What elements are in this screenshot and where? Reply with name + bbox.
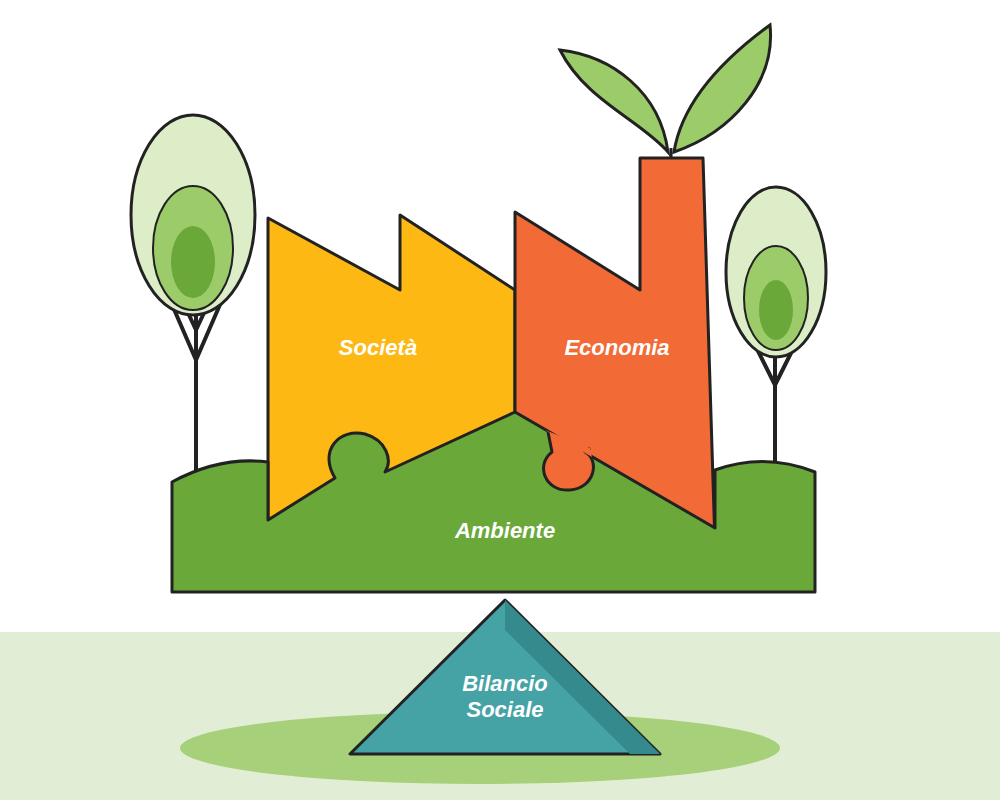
- tree-right: [755, 340, 795, 472]
- economy-piece: Economia: [564, 335, 669, 361]
- node-label: Società: [339, 335, 417, 361]
- sprout-leaf: [560, 50, 668, 152]
- society-piece: Società: [339, 335, 417, 361]
- tree-crown-core: [759, 280, 793, 340]
- tree-crown: [131, 115, 255, 315]
- sprout-leaf: [674, 25, 771, 152]
- tree-crown: [726, 187, 826, 357]
- node-label: Bilancio Sociale: [445, 671, 565, 724]
- tree-crown-inner: [153, 186, 233, 310]
- puzzle-knob-fill: [545, 430, 592, 457]
- fulcrum-label: Bilancio Sociale: [445, 671, 565, 724]
- node-label: Economia: [564, 335, 669, 361]
- puzzle-piece-green: [172, 412, 815, 592]
- tree-crown-inner: [744, 246, 808, 350]
- node-label: Ambiente: [455, 518, 555, 544]
- tree-left: [170, 300, 222, 472]
- environment-ground: Ambiente: [455, 518, 555, 544]
- tree-crown-core: [171, 226, 215, 298]
- sprout-stem: [670, 148, 673, 158]
- fulcrum-triangle: [350, 600, 660, 754]
